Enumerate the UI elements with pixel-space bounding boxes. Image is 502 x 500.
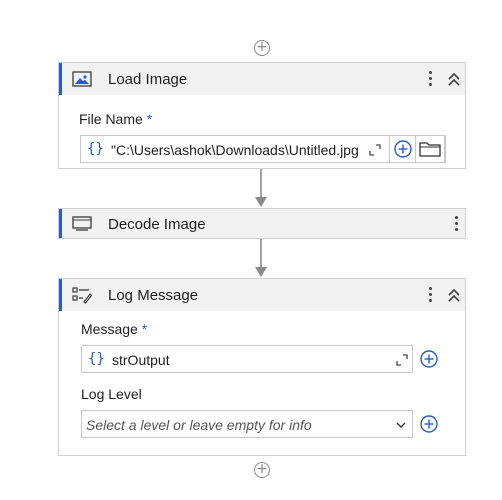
input-divider xyxy=(389,136,390,162)
log-level-placeholder: Select a level or leave empty for info xyxy=(86,417,312,433)
file-name-value: "C:\Users\ashok\Downloads\Untitled.jpg" xyxy=(111,142,359,158)
required-mark: * xyxy=(141,321,148,337)
expand-icon[interactable] xyxy=(396,354,408,366)
add-variable-icon[interactable] xyxy=(393,139,413,159)
load-image-title: Load Image xyxy=(108,71,188,88)
file-name-label: File Name * xyxy=(79,111,153,127)
window-icon xyxy=(72,216,92,231)
message-value: strOutput xyxy=(112,352,170,368)
add-activity-top-button[interactable]: + xyxy=(254,40,270,56)
decode-image-activity[interactable]: Decode Image xyxy=(58,208,466,239)
decode-image-title: Decode Image xyxy=(108,216,206,233)
load-image-activity[interactable]: Load Image File Name * {} "C:\Users\asho… xyxy=(58,62,466,169)
log-level-label: Log Level xyxy=(81,386,142,402)
log-message-icon xyxy=(72,287,92,304)
add-activity-bottom-button[interactable]: + xyxy=(254,462,270,478)
connector-arrow xyxy=(255,169,267,207)
collapse-icon[interactable] xyxy=(447,71,461,87)
log-message-title: Log Message xyxy=(108,287,199,304)
browse-folder-button[interactable] xyxy=(415,135,445,163)
message-input[interactable]: {} strOutput xyxy=(81,345,413,373)
expression-brace-icon: {} xyxy=(87,141,104,157)
image-icon xyxy=(72,71,92,87)
log-message-activity[interactable]: Log Message Message * {} strOutput Log L… xyxy=(58,278,466,456)
collapse-icon[interactable] xyxy=(447,287,461,303)
expand-icon[interactable] xyxy=(369,144,381,156)
add-variable-icon[interactable] xyxy=(419,414,439,434)
load-image-header[interactable]: Load Image xyxy=(59,63,465,95)
message-label: Message * xyxy=(81,321,148,337)
more-vertical-icon[interactable] xyxy=(426,69,434,89)
log-message-header[interactable]: Log Message xyxy=(59,279,465,311)
log-level-select[interactable]: Select a level or leave empty for info xyxy=(81,410,413,438)
more-vertical-icon[interactable] xyxy=(452,214,460,234)
more-vertical-icon[interactable] xyxy=(426,285,434,305)
add-variable-icon[interactable] xyxy=(419,349,439,369)
required-mark: * xyxy=(146,111,153,127)
folder-icon xyxy=(419,142,441,157)
chevron-down-icon[interactable] xyxy=(396,421,406,429)
connector-arrow xyxy=(255,239,267,277)
expression-brace-icon: {} xyxy=(88,351,105,367)
file-name-input[interactable]: {} "C:\Users\ashok\Downloads\Untitled.jp… xyxy=(80,135,446,163)
decode-image-header[interactable]: Decode Image xyxy=(59,209,465,238)
